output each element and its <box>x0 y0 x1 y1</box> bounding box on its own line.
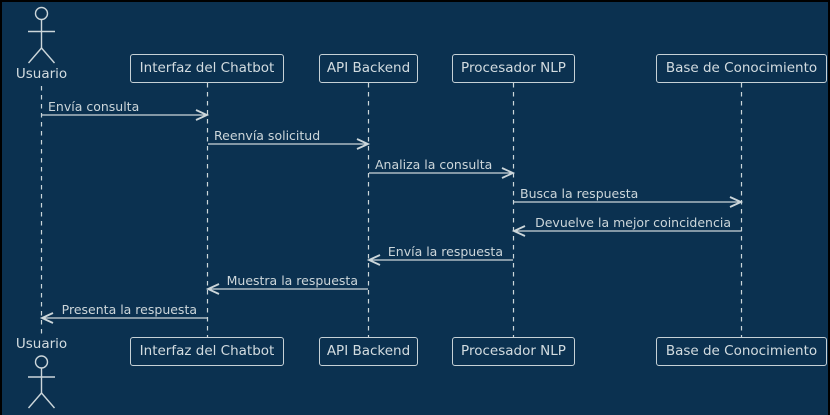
message-label-analiza-consulta: Analiza la consulta <box>375 157 493 172</box>
participant-box-api-bottom: API Backend <box>319 337 418 366</box>
participant-box-base-bottom: Base de Conocimiento <box>656 337 827 366</box>
message-label-envia-consulta: Envía consulta <box>48 99 140 114</box>
actor-figure-top <box>27 6 56 64</box>
message-label-reenvia-solicitud: Reenvía solicitud <box>214 128 321 143</box>
participant-box-nlp-bottom: Procesador NLP <box>452 337 575 366</box>
message-label-presenta-respuesta: Presenta la respuesta <box>61 302 197 317</box>
message-label-envia-respuesta: Envía la respuesta <box>387 244 503 259</box>
participant-box-nlp-top: Procesador NLP <box>452 54 575 83</box>
participant-box-api-top: API Backend <box>319 54 418 83</box>
actor-label-bottom: Usuario <box>15 336 68 352</box>
message-label-busca-respuesta: Busca la respuesta <box>520 186 639 201</box>
participant-box-interfaz-bottom: Interfaz del Chatbot <box>130 337 284 366</box>
message-label-muestra-respuesta: Muestra la respuesta <box>226 273 358 288</box>
actor-label-top: Usuario <box>15 66 68 82</box>
participant-box-base-top: Base de Conocimiento <box>656 54 827 83</box>
actor-figure-bottom <box>27 355 56 409</box>
message-label-devuelve-coincidencia: Devuelve la mejor coincidencia <box>535 215 731 230</box>
participant-box-interfaz-top: Interfaz del Chatbot <box>130 54 284 83</box>
